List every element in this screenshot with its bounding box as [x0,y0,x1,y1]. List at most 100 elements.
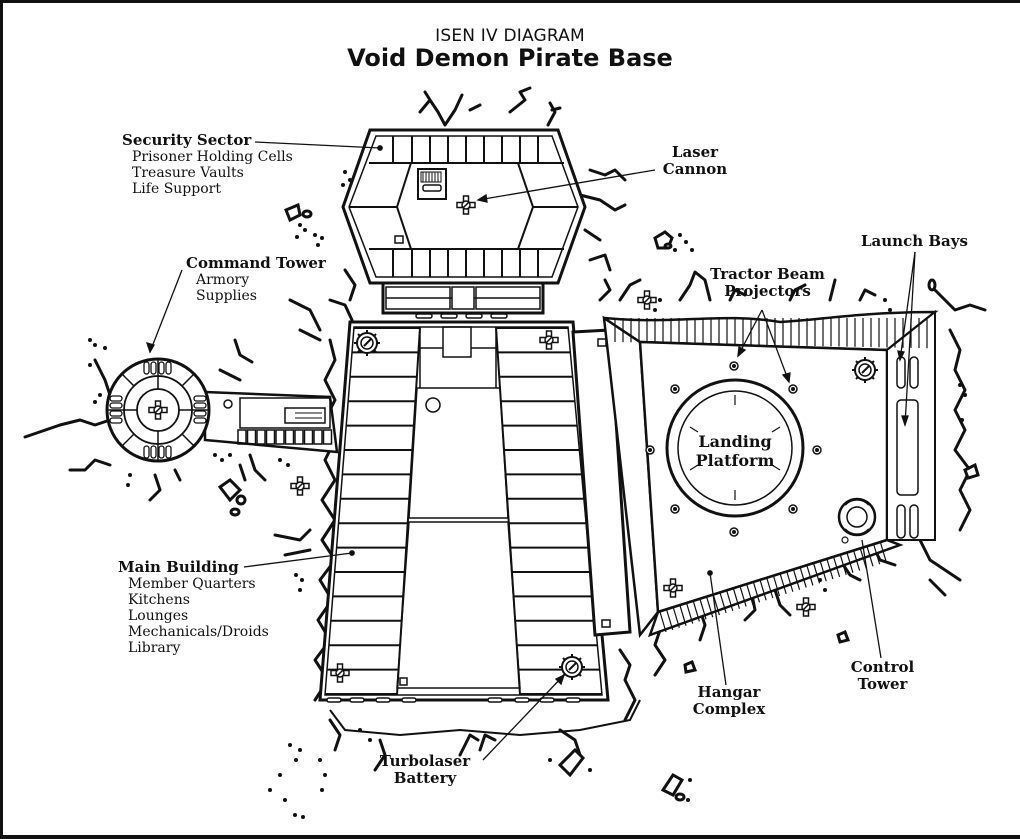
panel-slot [313,429,323,445]
turbolaser-battery-line2: Battery [393,769,457,787]
hatch-line [839,554,847,575]
diagram-subtitle: ISEN IV DIAGRAM [435,26,585,46]
laser-cannon-line2: Cannon [662,160,728,178]
rocks [217,202,980,802]
landing-platform-label: Landing Platform [680,432,790,470]
hatch-line [772,575,781,597]
command-tower-items: Armory Supplies [196,272,326,304]
tractor-beam-label: Tractor Beam Projectors [705,266,830,300]
security-connector [381,281,545,319]
hangar-complex-line2: Complex [692,700,766,718]
hatch-line [726,590,734,611]
side-corridor [571,328,632,637]
panel-slot [322,429,333,445]
main-building-item: Kitchens [128,592,190,608]
landing-platform-line1: Landing [698,432,772,451]
panel-slot [246,429,257,445]
hatch-line [732,588,741,609]
hatch-line [819,561,827,582]
outpost-turret-icon [290,476,310,496]
hatch-line [786,571,794,592]
outpost-turret-icon [796,597,816,617]
turbolaser-battery-label: Turbolaser Battery [375,753,475,787]
hatch-line [866,546,874,567]
tractor-beam-projector-icon [729,361,739,371]
hatch-line [699,599,707,620]
hatch-line [833,556,841,578]
landing-platform-line2: Platform [695,451,775,470]
leader-lines [145,141,916,761]
command-tower-item: Supplies [196,288,257,304]
hatch-line [779,573,787,595]
panel-slot [256,429,266,445]
hangar-complex-label: Hangar Complex [684,684,774,718]
hangar-complex [602,309,960,639]
turbolaser-battery-line1: Turbolaser [379,752,471,770]
hatch-line [806,565,814,586]
main-building-item: Mechanicals/Droids [128,624,269,640]
security-sector-title: Security Sector [122,131,252,149]
launch-bays-label: Launch Bays [861,232,968,250]
hatch-line [846,552,854,573]
main-building-item: Member Quarters [128,576,256,592]
main-building [318,320,610,703]
command-tower-label: Command Tower Armory Supplies [186,255,326,305]
control-tower-label: Control Tower [840,659,925,693]
security-item: Treasure Vaults [132,165,244,181]
hangar-complex-line1: Hangar [697,683,761,701]
hatch-line [799,567,807,588]
hatch-line [706,597,714,618]
hatch-line [746,584,754,605]
hatch-line [792,569,801,590]
hatch-line [752,582,761,603]
hatch-line [859,548,867,569]
hatch-line [739,586,747,607]
hatch-line [759,580,767,601]
hatch-line [853,550,861,571]
panel-slot [294,429,304,445]
laser-cannon-line1: Laser [671,143,719,161]
hatch-line [812,563,821,584]
outpost-turret-icon [637,290,657,310]
hatch-line [766,577,774,599]
security-sector-items: Prisoner Holding Cells Treasure Vaults L… [132,149,293,197]
hatch-line [666,609,674,631]
panel-slot [303,429,314,445]
security-item: Prisoner Holding Cells [132,149,293,165]
panel-slot [265,429,276,445]
hatch-line [679,605,687,626]
main-building-label: Main Building Member Quarters Kitchens L… [118,558,269,657]
control-tower-line1: Control [850,658,915,676]
hatch-line [712,594,720,616]
main-building-item: Lounges [128,608,189,624]
command-tower-item: Armory [196,272,250,288]
main-building-title: Main Building [118,558,239,576]
panel-slot [275,429,285,445]
panel-slot [284,429,295,445]
hatch-line [672,607,680,628]
ground-outline [329,699,641,737]
hatch-line [692,601,700,622]
hatch-line [873,544,881,565]
security-sector-label: Security Sector Prisoner Holding Cells T… [122,131,293,198]
hatch-line [826,558,834,580]
debris-dots [88,170,967,819]
control-tower-line2: Tower [857,675,908,693]
main-building-items: Member Quarters Kitchens Lounges Mechani… [128,576,269,656]
hatch-line [659,611,667,633]
security-item: Life Support [132,181,221,197]
diagram-title: Void Demon Pirate Base [347,44,673,72]
hatch-line [686,603,694,624]
panel-slot [237,429,247,445]
tractor-beam-line2: Projectors [724,282,811,300]
hatch-line [879,541,887,563]
main-building-item: Library [128,640,181,656]
tractor-beam-projector-icon [788,384,798,394]
security-sector-building [341,128,587,285]
laser-cannon-label: Laser Cannon [655,144,735,178]
command-tower [105,357,339,463]
hatch-line [719,592,727,614]
tractor-beam-line1: Tractor Beam [710,265,825,283]
